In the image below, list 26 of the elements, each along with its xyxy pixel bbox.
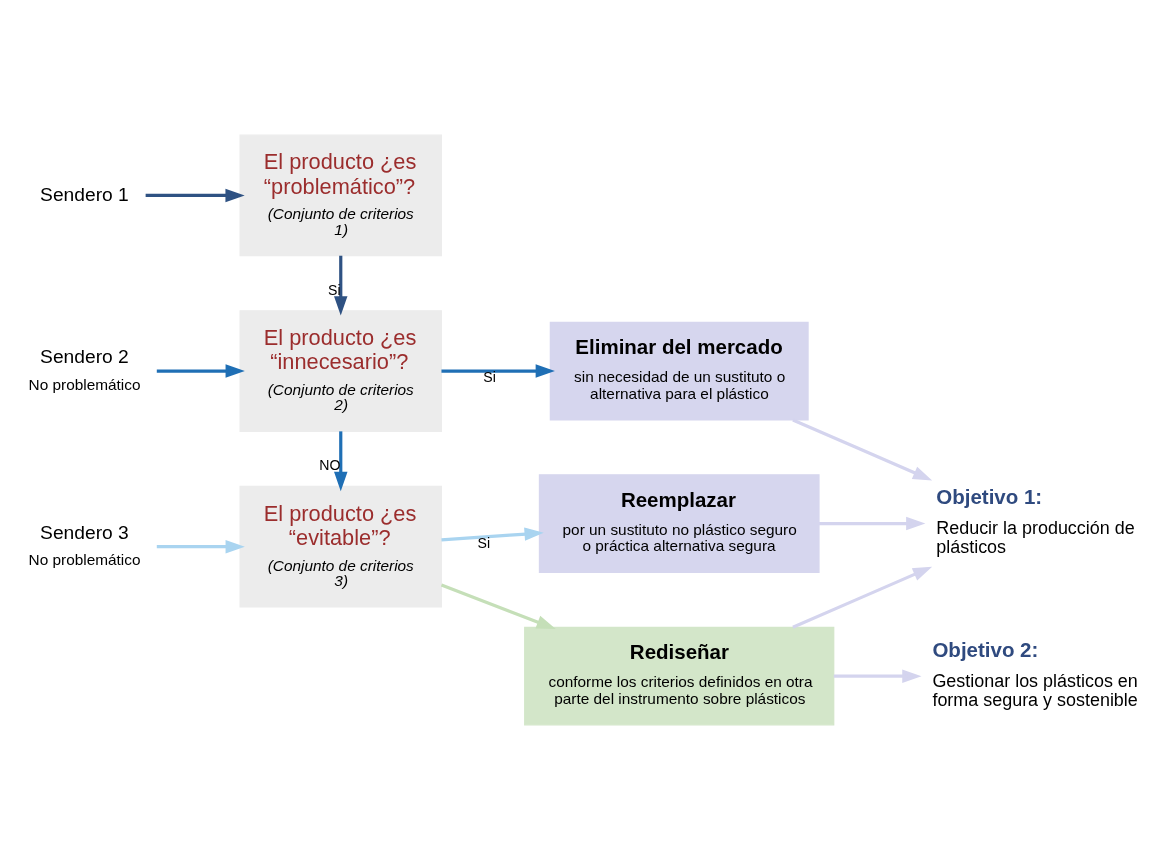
arrow: [440, 583, 556, 629]
node-text: Sendero 2: [40, 345, 129, 367]
node-box: Reemplazar por un sustituto no plástico seguro o práctica alternativa segura: [538, 473, 820, 573]
node-text: Sendero 1: [40, 183, 129, 205]
node-text: Objetivo 1: Reducir la producción de plásticos: [936, 484, 1135, 557]
arrow: [156, 539, 245, 553]
arrow: [441, 526, 544, 541]
edge-label: Si: [477, 534, 491, 551]
node-text: Objetivo 2: Gestionar los plásticos en forma segura y sostenible: [932, 637, 1138, 710]
node-box: Rediseñar conforme los criterios definidos en otra parte del instrumento sobre plásticos: [524, 626, 835, 725]
arrow: [334, 430, 348, 491]
node-text: Sendero 3: [40, 521, 129, 543]
node-box: El producto ¿es “problemático”? (Conjunto de criterios 1): [239, 134, 443, 256]
node-box: El producto ¿es “innecesario”? (Conjunto de criterios 2): [239, 309, 443, 432]
edge-label: Si: [483, 368, 496, 385]
arrow: [156, 363, 245, 378]
arrow: [441, 363, 555, 378]
arrow: [819, 516, 926, 530]
arrow: [833, 668, 922, 683]
arrow: [145, 188, 245, 202]
arrow: [792, 417, 933, 481]
node-label: No problemático: [28, 550, 141, 568]
node-box: Eliminar del mercado sin necesidad de un sustituto o alternativa para el plástico: [549, 321, 809, 420]
arrow: [792, 566, 933, 629]
node-label: No problemático: [28, 375, 141, 393]
node-box: El producto ¿es “evitable”? (Conjunto de criterios 3): [239, 485, 443, 608]
